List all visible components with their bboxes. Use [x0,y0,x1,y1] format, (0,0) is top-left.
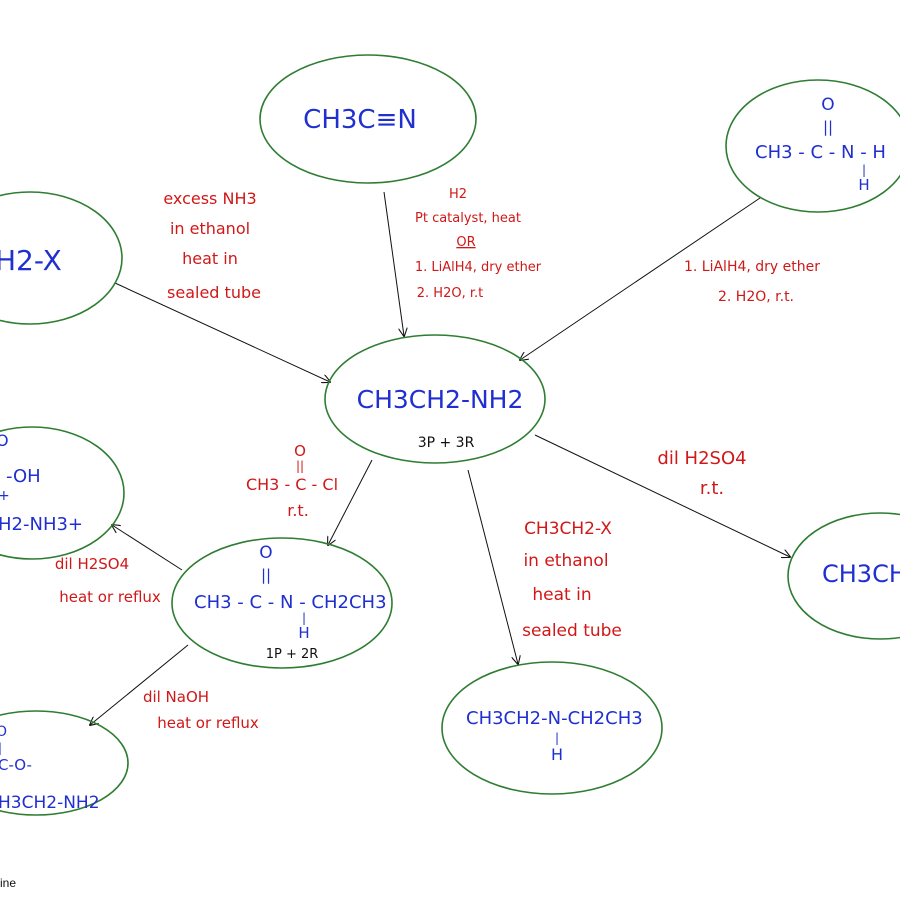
ethylamine-formula: CH3CH2-NH2 [357,385,524,414]
condition-nitrile-line-5: 2. H2O, r.t [417,286,483,301]
edge-ethylamine-to-diethylamine [467,469,518,664]
condition-acid-line-1: dil H2SO4 [657,448,746,469]
condition-ammonia-line-1: excess NH3 [163,189,256,208]
condition-base-hydrolysis-line-1: dil NaOH [143,688,209,706]
diethylamine-hydrogen: H [551,745,563,764]
amide-top-chain: CH3 - C - N - H [755,142,886,163]
edge-n-ethylamide-to-acid-salt [112,525,183,571]
edge-nitrile-to-ethylamine [383,191,404,336]
node-ethanamide: O || CH3 - C - N - H | H [725,79,900,213]
condition-haloalkane-line-1: CH3CH2-X [524,519,612,539]
condition-acid-hydrolysis: dil H2SO4 heat or reflux [55,555,161,606]
acid-salt-oh: -OH [6,466,41,487]
condition-acid-salt: dil H2SO4 r.t. [657,448,746,499]
footer-text: ine [0,876,17,890]
condition-amide-line-1: 1. LiAlH4, dry ether [684,259,820,275]
edge-amide-to-ethylamine [520,197,761,360]
salt-right-formula: CH3CH2 [822,560,900,588]
node-diethylamine: CH3CH2-N-CH2CH3 | H [441,661,663,795]
condition-haloalkane-second: CH3CH2-X in ethanol heat in sealed tube [522,519,622,641]
condition-nitrile-line-1: H2 [449,187,467,202]
condition-acid-hydrolysis-line-2: heat or reflux [59,588,161,606]
node-ethylamine: CH3CH2-NH2 3P + 3R [324,334,546,464]
condition-nitrile-reduction: H2 Pt catalyst, heat OR 1. LiAlH4, dry e… [415,187,542,301]
diethylamine-bond: | [555,731,559,745]
condition-acid-hydrolysis-line-1: dil H2SO4 [55,555,129,573]
condition-haloalkane-line-4: sealed tube [522,621,622,641]
node-nitrile: CH3C≡N [259,54,477,184]
condition-nitrile-line-4: 1. LiAlH4, dry ether [415,260,542,275]
amide-top-double-bond: || [823,118,833,136]
n-ethylamide-oxygen: O [259,543,272,563]
nitrile-formula: CH3C≡N [303,105,417,135]
condition-amide-reduction: 1. LiAlH4, dry ether 2. H2O, r.t. [684,259,820,305]
acid-salt-plus: + [0,488,10,504]
condition-ammonia-line-2: in ethanol [170,219,250,238]
node-haloalkane: H2-X [0,191,123,325]
condition-ammonia: excess NH3 in ethanol heat in sealed tub… [163,189,261,302]
condition-acyl-rt: r.t. [287,501,309,520]
amide-top-bond: | [862,163,866,177]
edge-n-ethylamide-to-carboxylate [90,644,189,725]
node-carboxylate: O | C-O- H3CH2-NH2 [0,710,129,816]
haloalkane-formula: H2-X [0,244,62,277]
acid-salt-ammonium: H2-NH3+ [0,514,83,535]
node-acid-salt: O -OH + H2-NH3+ [0,426,125,560]
condition-nitrile-line-3: OR [456,235,475,250]
n-ethylamide-double-bond: || [261,566,271,584]
n-ethylamide-label: 1P + 2R [266,647,319,662]
edge-ethylamine-to-salt [534,434,790,557]
condition-haloalkane-line-2: in ethanol [523,551,608,571]
condition-acyl-formula: CH3 - C - Cl [246,475,338,494]
condition-base-hydrolysis-line-2: heat or reflux [157,714,259,732]
carboxylate-bond: | [0,741,2,755]
carboxylate-amine: H3CH2-NH2 [0,793,100,813]
ethylamine-label: 3P + 3R [418,435,475,451]
amide-top-oxygen: O [821,95,834,115]
n-ethylamide-chain: CH3 - C - N - CH2CH3 [194,592,387,613]
carboxylate-group: C-O- [0,756,32,774]
carboxylate-oxygen: O [0,724,7,740]
condition-nitrile-line-2: Pt catalyst, heat [415,211,521,226]
amide-top-hydrogen: H [858,176,869,194]
acid-salt-oxygen: O [0,431,9,450]
node-n-ethylamide: O || CH3 - C - N - CH2CH3 | H 1P + 2R [171,537,393,669]
n-ethylamide-hydrogen: H [298,624,309,642]
condition-acyl-chloride: O || CH3 - C - Cl r.t. [246,442,338,520]
node-ethylammonium-salt: CH3CH2 [787,512,900,640]
condition-acyl-oxygen: O [294,442,306,460]
condition-haloalkane-line-3: heat in [532,585,591,605]
condition-ammonia-line-3: heat in [182,249,238,268]
condition-acyl-double-bond: || [296,459,304,473]
n-ethylamide-bond: | [302,611,306,625]
edge-ethylamine-to-n-ethylamide [328,459,373,545]
edge-haloalkane-to-ethylamine [114,282,330,382]
condition-ammonia-line-4: sealed tube [167,283,261,302]
condition-acid-line-2: r.t. [700,478,724,499]
diethylamine-chain: CH3CH2-N-CH2CH3 [466,708,643,729]
condition-amide-line-2: 2. H2O, r.t. [718,289,794,305]
condition-base-hydrolysis: dil NaOH heat or reflux [143,688,259,732]
